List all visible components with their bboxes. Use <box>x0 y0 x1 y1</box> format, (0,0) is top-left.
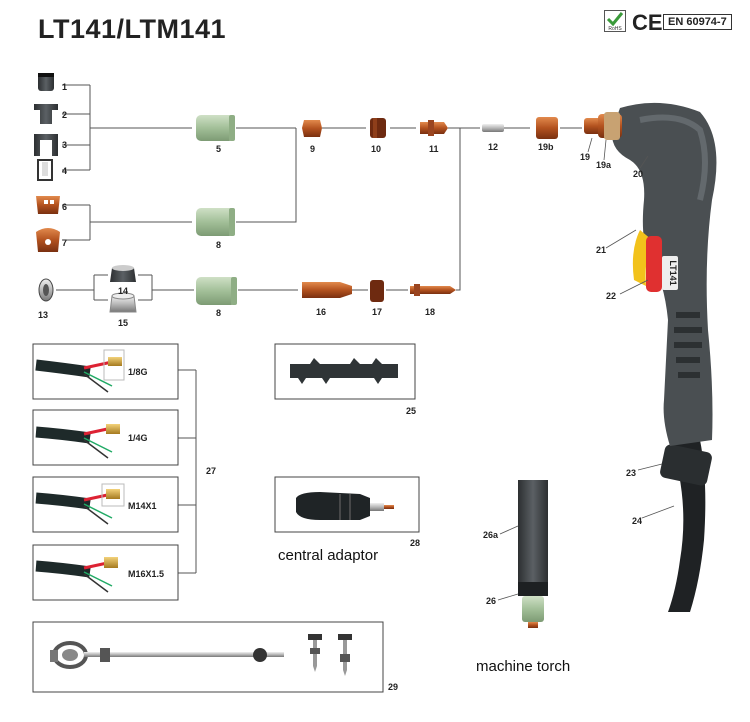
part-8-ceramic-cup-lower <box>196 277 237 305</box>
cable-box-2 <box>32 409 179 466</box>
label-15: 15 <box>118 318 128 328</box>
label-22: 22 <box>606 291 616 301</box>
label-3: 3 <box>62 140 67 150</box>
part-8-ceramic-cup-upper <box>196 208 235 236</box>
part-11-electrode <box>420 120 448 136</box>
cable-label-4: M16X1.5 <box>128 569 164 579</box>
label-25: 25 <box>406 406 416 416</box>
machine-torch <box>518 480 548 628</box>
label-10: 10 <box>371 144 381 154</box>
label-17: 17 <box>372 307 382 317</box>
cable-box-4 <box>32 544 179 601</box>
label-29: 29 <box>388 682 398 692</box>
label-11: 11 <box>429 144 439 154</box>
caption-machine-torch: machine torch <box>476 658 570 675</box>
label-6: 6 <box>62 202 67 212</box>
label-28: 28 <box>410 538 420 548</box>
label-19a: 19a <box>596 160 612 170</box>
connector-lines <box>56 84 582 574</box>
part-labels: 1 2 3 4 5 6 7 8 8 9 10 11 12 13 14 15 16… <box>38 82 643 692</box>
part-5-ceramic-cup <box>196 115 235 141</box>
label-23: 23 <box>626 468 636 478</box>
label-26a: 26a <box>483 530 499 540</box>
label-19: 19 <box>580 152 590 162</box>
part-2-shield <box>34 104 58 124</box>
part-13-ring <box>38 278 54 302</box>
part-16-extended-tip <box>302 282 352 298</box>
cable-box-1 <box>32 343 179 400</box>
part-25-spanner <box>274 343 416 400</box>
cable-label-1: 1/8G <box>128 367 148 377</box>
label-7: 7 <box>62 238 67 248</box>
part-17-swirl-ring <box>370 280 384 302</box>
part-28-central-adaptor <box>274 476 420 533</box>
label-13: 13 <box>38 310 48 320</box>
label-18: 18 <box>425 307 435 317</box>
part-6-copper-shield <box>36 196 60 214</box>
label-24: 24 <box>632 516 642 526</box>
label-20: 20 <box>633 169 643 179</box>
label-8a: 8 <box>216 240 221 250</box>
label-26: 26 <box>486 596 496 606</box>
cable-label-2: 1/4G <box>128 433 148 443</box>
standard-badge: EN 60974-7 <box>663 14 732 30</box>
part-3-shield <box>34 134 58 156</box>
label-21: 21 <box>596 245 606 255</box>
part-29-torch-holder <box>32 621 384 693</box>
label-14: 14 <box>118 286 128 296</box>
page-title: LT141/LTM141 <box>38 14 227 44</box>
part-19b-insulator <box>536 117 558 139</box>
cable-box-3 <box>32 476 179 533</box>
part-1-shield <box>38 73 54 91</box>
label-19b: 19b <box>538 142 554 152</box>
cable-label-3: M14X1 <box>128 501 157 511</box>
part-14-spacer <box>110 265 136 282</box>
label-2: 2 <box>62 110 67 120</box>
label-4: 4 <box>62 166 67 176</box>
label-16: 16 <box>316 307 326 317</box>
torch-leader-lines <box>497 137 675 601</box>
part-4-shield <box>37 159 53 181</box>
label-5: 5 <box>216 144 221 154</box>
part-12-connector <box>482 124 504 132</box>
svg-text:RoHS: RoHS <box>608 26 622 32</box>
torch-handle-text: LT141 <box>668 260 678 285</box>
label-12: 12 <box>488 142 498 152</box>
part-9-tip <box>302 120 322 137</box>
label-9: 9 <box>310 144 315 154</box>
label-8b: 8 <box>216 308 221 318</box>
part-18-electrode <box>410 284 456 296</box>
label-1: 1 <box>62 82 67 92</box>
hand-torch: LT141 <box>584 102 717 612</box>
part-10-swirl-ring <box>370 118 386 138</box>
label-27: 27 <box>206 466 216 476</box>
part-7-copper-shield <box>36 228 60 252</box>
rohs-icon: RoHS <box>604 10 626 32</box>
part-15-spacer <box>109 292 137 313</box>
ce-mark: CE <box>632 10 663 35</box>
caption-central-adaptor: central adaptor <box>278 547 378 564</box>
